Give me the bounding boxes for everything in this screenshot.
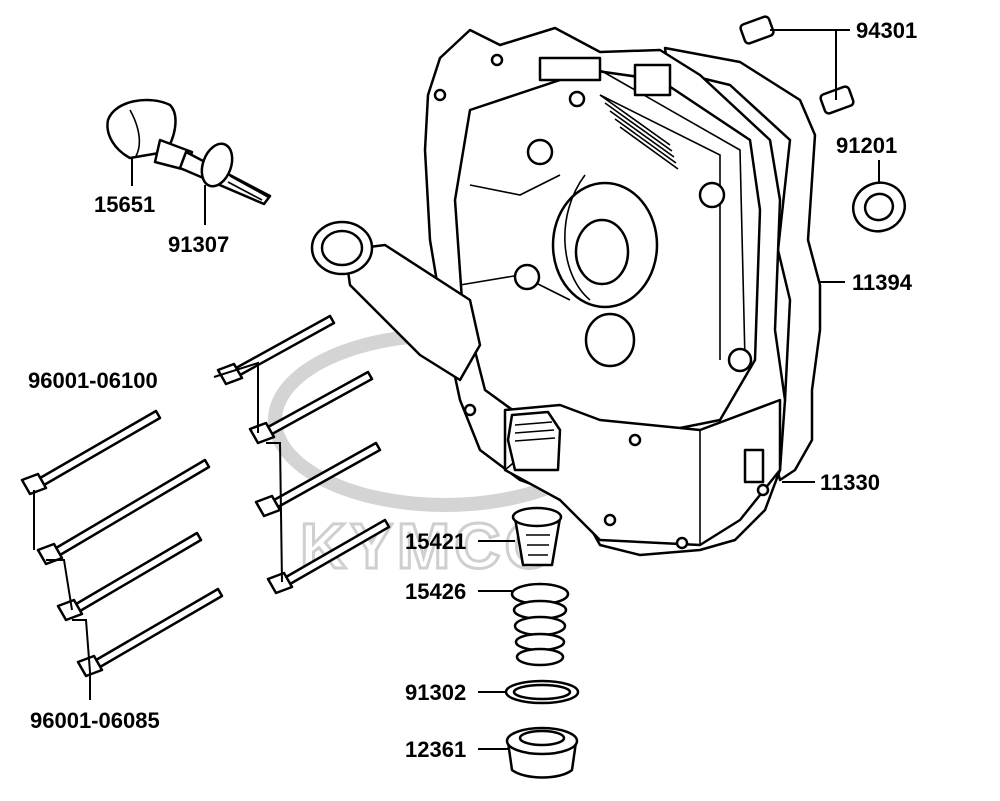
bolt bbox=[56, 531, 203, 622]
spring-15426[interactable] bbox=[510, 582, 570, 667]
o-ring-91302[interactable] bbox=[504, 679, 580, 705]
gasket-11394[interactable] bbox=[663, 46, 822, 482]
label-15421: 15421 bbox=[405, 529, 466, 554]
dowel-pin bbox=[739, 15, 775, 45]
oil-strainer-15421[interactable] bbox=[511, 506, 563, 567]
cover-outlet-pipe bbox=[310, 220, 482, 382]
label-94301: 94301 bbox=[856, 18, 917, 43]
bolt bbox=[36, 458, 211, 566]
label-91302: 91302 bbox=[405, 680, 466, 705]
oil-dipstick-15651[interactable] bbox=[106, 98, 272, 206]
label-15651: 15651 bbox=[94, 192, 155, 217]
bolt-group-96001-06085[interactable] bbox=[20, 409, 224, 678]
bolt bbox=[76, 587, 224, 678]
bolt bbox=[216, 314, 336, 386]
label-11330: 11330 bbox=[820, 470, 880, 495]
filter-cup bbox=[506, 410, 562, 472]
oil-seal-91201[interactable] bbox=[846, 176, 911, 239]
bolt-group-96001-06100[interactable] bbox=[216, 314, 391, 595]
bolt bbox=[266, 518, 391, 595]
drain-plug-12361[interactable] bbox=[505, 726, 579, 779]
label-91307: 91307 bbox=[168, 232, 229, 257]
o-ring-91307[interactable] bbox=[196, 140, 237, 191]
bolt bbox=[248, 370, 374, 445]
mount-boss bbox=[727, 347, 753, 373]
label-96001-06085: 96001-06085 bbox=[30, 708, 160, 733]
label-15426: 15426 bbox=[405, 579, 466, 604]
mount-boss bbox=[513, 263, 541, 291]
cover-side-tab bbox=[633, 63, 672, 97]
mount-boss bbox=[698, 181, 726, 209]
label-91201: 91201 bbox=[836, 133, 897, 158]
cover-top-tab bbox=[538, 56, 602, 82]
bolt bbox=[254, 441, 382, 518]
label-11394: 11394 bbox=[852, 270, 913, 295]
label-12361: 12361 bbox=[405, 737, 466, 762]
central-boss-bore bbox=[574, 218, 630, 286]
bolt bbox=[20, 409, 162, 496]
part-labels: 94301 91201 11394 11330 15651 91307 9600… bbox=[28, 18, 917, 762]
label-96001-06100: 96001-06100 bbox=[28, 368, 158, 393]
leader-lines bbox=[33, 29, 880, 750]
lower-boss bbox=[584, 312, 636, 368]
crankcase-cover-11330[interactable] bbox=[423, 26, 787, 557]
mount-boss bbox=[526, 138, 554, 166]
